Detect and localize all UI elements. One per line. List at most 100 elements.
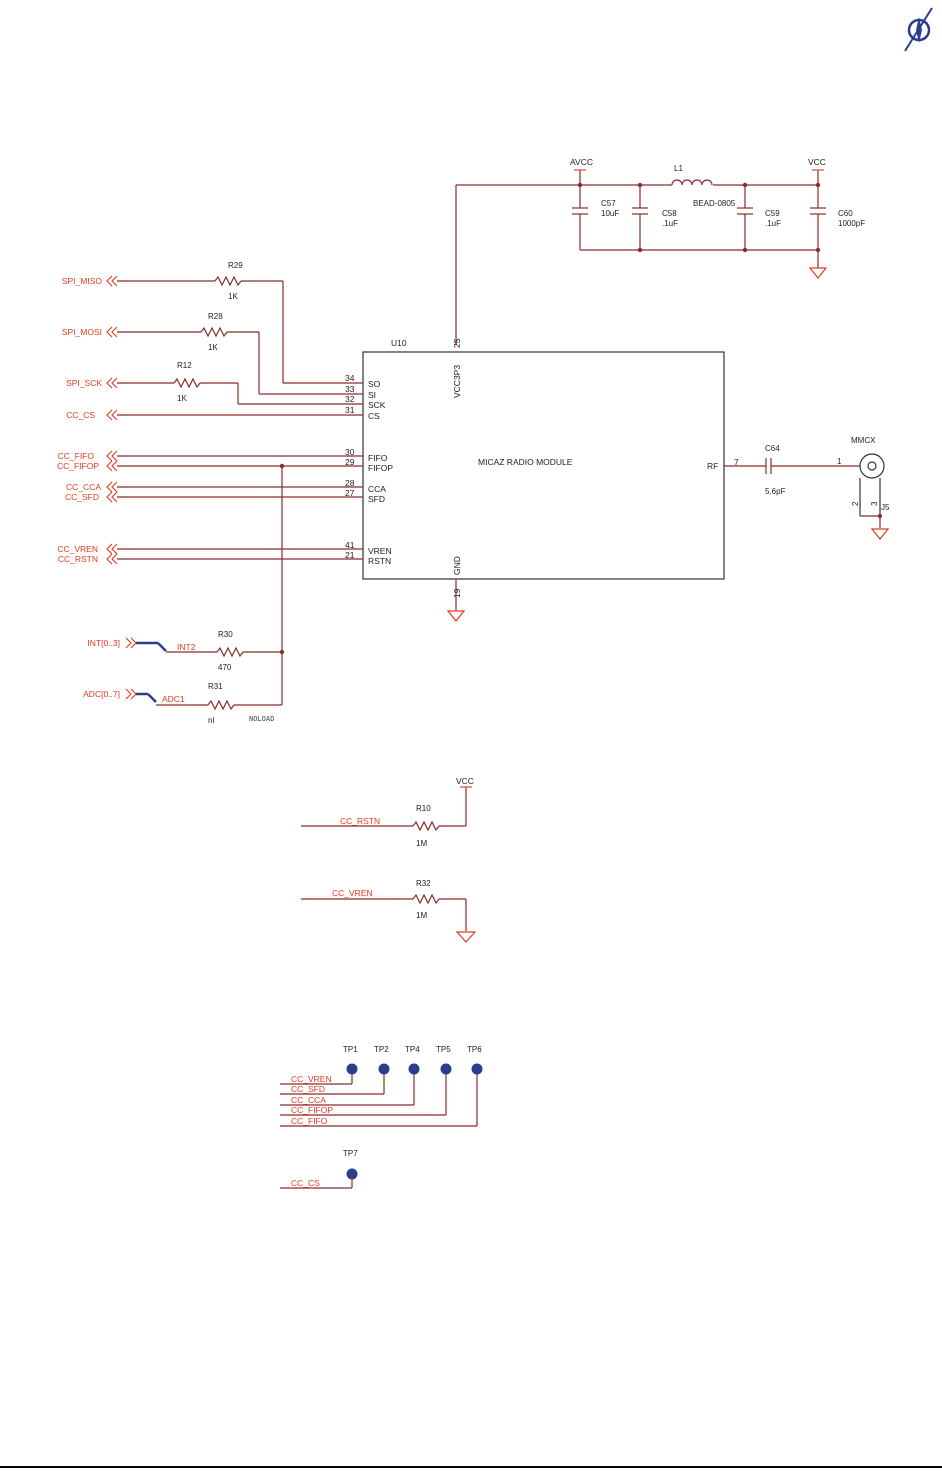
ground-symbol [808,267,828,279]
tp-net-cca: CC_CCA [291,1095,326,1105]
vcc-label: VCC [808,157,826,167]
gnd-pin-num: 19 [452,588,462,598]
mmcx-pin1: 1 [837,457,842,466]
micaz-module: U10 MICAZ RADIO MODULE VCC3P3 25 GND 19 … [238,338,739,622]
svg-text:SPI_MISO: SPI_MISO [62,276,103,286]
svg-text:29: 29 [345,457,355,467]
r31-ref: R31 [208,682,223,691]
r12-value: 1K [177,394,187,403]
vcc-power-symbol: VCC [808,157,826,171]
vren-pulldown: CC_VREN R32 1M [301,879,477,943]
svg-text:TP1: TP1 [343,1045,358,1054]
tp7-net-label: CC_CS [291,1178,320,1188]
rf-section: C64 5.6pF 1 MMCX J5 2 3 [724,436,890,540]
svg-text:30: 30 [345,447,355,457]
svg-text:TP2: TP2 [374,1045,389,1054]
svg-text:SFD: SFD [368,494,385,504]
tp-net-fifop: CC_FIFOP [291,1105,333,1115]
port-cc-fifop: CC_FIFOP [57,460,118,472]
capacitor-c58: C58 .1uF [632,185,678,250]
avcc-power-symbol: AVCC [570,157,593,171]
r29-ref: R29 [228,261,243,270]
svg-text:34: 34 [345,373,355,383]
svg-text:SCK: SCK [368,400,386,410]
svg-text:33: 33 [345,384,355,394]
r30-value: 470 [218,663,232,672]
svg-text:21: 21 [345,550,355,560]
tp-net-vren: CC_VREN [291,1074,332,1084]
testpoint-tp2: TP2 [374,1045,390,1075]
testpoint-tp7: TP7 CC_CS [280,1149,358,1189]
svg-text:27: 27 [345,488,355,498]
r31-noload-note: NOLOAD [249,715,274,723]
spi-routing: R29 1K R28 1K R12 1K [117,261,363,705]
r31-value: nl [208,716,214,725]
tp-net-fifo: CC_FIFO [291,1116,328,1126]
svg-text:CC_CS: CC_CS [66,410,95,420]
svg-text:CC_FIFOP: CC_FIFOP [57,461,99,471]
module-name: MICAZ RADIO MODULE [478,457,573,467]
svg-text:TP7: TP7 [343,1149,358,1158]
vcc2-label: VCC [456,776,474,786]
int-bus-entry: INT[0..3] INT2 R30 470 [87,630,282,672]
port-cc-cs: CC_CS [66,409,118,421]
testpoints: TP1 TP2 TP4 TP5 TP6 CC_VREN CC_SFD CC_CC… [280,1045,483,1189]
c64-value: 5.6pF [765,487,786,496]
testpoint-tp6: TP6 [467,1045,483,1075]
port-spi-sck: SPI_SCK [66,377,118,389]
r10-value: 1M [416,839,427,848]
c60-value: 1000pF [838,219,865,228]
r29-value: 1K [228,292,238,301]
svg-text:INT[0..3]: INT[0..3] [87,638,120,648]
mmcx-connector: MMCX J5 2 3 [851,436,890,540]
r10-ref: R10 [416,804,431,813]
svg-text:ADC[0..7]: ADC[0..7] [83,689,120,699]
svg-text:SPI_MOSI: SPI_MOSI [62,327,102,337]
module-ground-symbol [446,610,466,622]
inductor-l1: L1 BEAD-0805 [671,164,736,208]
r32-value: 1M [416,911,427,920]
cc-vren-net-label: CC_VREN [332,888,373,898]
page-bottom-rule [0,1466,942,1468]
c64-ref: C64 [765,444,780,453]
svg-text:FIFOP: FIFOP [368,463,393,473]
port-spi-mosi: SPI_MOSI [62,326,118,338]
svg-text:FIFO: FIFO [368,453,388,463]
c57-value: 10uF [601,209,619,218]
cc-rstn-net-label: CC_RSTN [340,816,380,826]
svg-text:28: 28 [345,478,355,488]
module-ref: U10 [391,338,407,348]
rstn-pullup: VCC CC_RSTN R10 1M [301,776,474,848]
svg-text:CC_RSTN: CC_RSTN [58,554,98,564]
c59-ref: C59 [765,209,780,218]
capacitor-c60: C60 1000pF [810,185,865,250]
svg-text:SPI_SCK: SPI_SCK [66,378,102,388]
power-filter: AVCC VCC C57 10uF C58 .1uF [455,157,865,345]
c57-ref: C57 [601,199,616,208]
r28-value: 1K [208,343,218,352]
svg-text:CCA: CCA [368,484,386,494]
port-cc-cca: CC_CCA [66,481,118,493]
port-cc-vren: CC_VREN [57,543,118,555]
svg-text:CC_CCA: CC_CCA [66,482,101,492]
testpoint-tp5: TP5 [436,1045,452,1075]
rf-pin-name: RF [707,461,718,471]
r28-ref: R28 [208,312,223,321]
svg-text:TP6: TP6 [467,1045,482,1054]
port-cc-rstn: CC_RSTN [58,553,118,565]
svg-text:31: 31 [345,405,355,415]
adc-bus-entry: ADC[0..7] ADC1 R31 nl NOLOAD [83,682,282,725]
gnd-pin-name: GND [452,556,462,575]
svg-text:TP4: TP4 [405,1045,420,1054]
port-cc-sfd: CC_SFD [65,491,118,503]
svg-text:41: 41 [345,540,355,550]
